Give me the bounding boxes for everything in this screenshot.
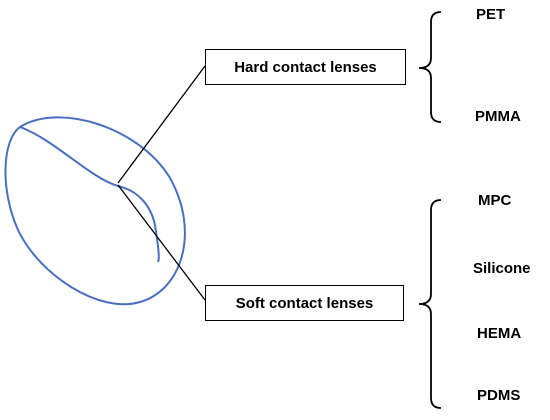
soft-brace: [418, 199, 442, 409]
soft-item-mpc: MPC: [478, 192, 512, 209]
contact-lens-illustration: [4, 116, 186, 306]
soft-item-silicone: Silicone: [473, 260, 531, 277]
lens-outer-rim: [4, 116, 186, 306]
hard-item-pet: PET: [476, 6, 506, 23]
hard-brace: [418, 11, 442, 123]
hard-item-pmma: PMMA: [475, 108, 521, 125]
pointer-lines: [117, 65, 206, 301]
soft-item-hema: HEMA: [477, 325, 522, 342]
lens-inner-curve: [19, 126, 160, 263]
braces: [418, 11, 442, 409]
soft-item-pdms: PDMS: [477, 387, 521, 404]
pointer-line-hard: [117, 65, 206, 184]
pointer-line-soft: [117, 184, 206, 301]
soft-lenses-label: Soft contact lenses: [205, 285, 404, 321]
hard-lenses-label: Hard contact lenses: [205, 49, 406, 85]
